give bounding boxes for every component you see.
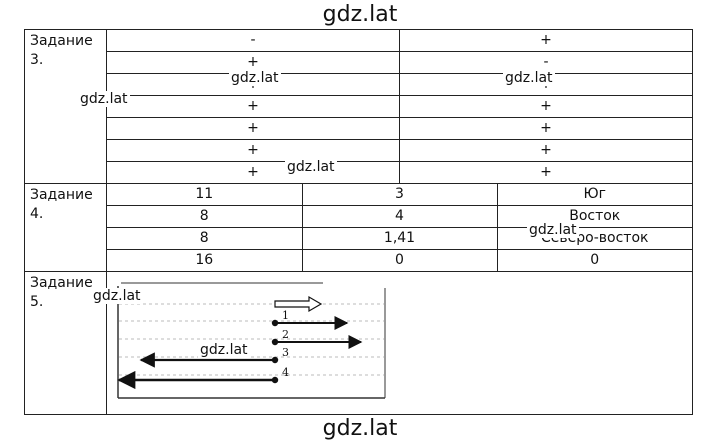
answer-table: Задание 3. -+ +- ++ ++ ++ ++ ++ Задание …	[24, 29, 693, 415]
vector-drawing: 1 2 3 4	[117, 282, 386, 399]
arrow-label: 1	[282, 309, 289, 322]
watermark-overlay: gdz.lat	[91, 288, 143, 304]
table-row: ++	[107, 95, 692, 118]
task4-label: Задание 4.	[24, 183, 107, 272]
watermark-overlay: gdz.lat	[78, 91, 130, 107]
watermark-overlay: gdz.lat	[503, 70, 555, 86]
arrow-label: 4	[282, 366, 289, 379]
grid-lines	[119, 303, 384, 376]
arrow-4	[117, 370, 279, 390]
open-arrow-icon	[274, 295, 323, 313]
table-row: +-	[107, 51, 692, 74]
arrow-3	[139, 352, 279, 368]
table-row: ++	[107, 73, 692, 96]
table-row: ++	[107, 139, 692, 162]
vector-figure: 1 2 3 4	[107, 272, 692, 414]
watermark-top: gdz.lat	[322, 2, 398, 27]
watermark-bottom: gdz.lat	[322, 416, 398, 441]
arrow-label: 2	[282, 328, 289, 341]
task3-grid: -+ +- ++ ++ ++ ++ ++	[107, 30, 692, 183]
arrow-1	[271, 316, 349, 330]
watermark-overlay: gdz.lat	[285, 159, 337, 175]
watermark-overlay: gdz.lat	[198, 342, 250, 358]
table-row: -+	[107, 30, 692, 52]
table-row: ++	[107, 117, 692, 140]
scan-border	[117, 282, 386, 399]
task3-row: Задание 3. -+ +- ++ ++ ++ ++ ++	[24, 29, 693, 184]
arrow-label: 3	[282, 346, 289, 359]
arrow-2	[271, 335, 363, 349]
table-row: ++	[107, 161, 692, 183]
watermark-overlay: gdz.lat	[229, 70, 281, 86]
watermark-overlay: gdz.lat	[527, 222, 579, 238]
